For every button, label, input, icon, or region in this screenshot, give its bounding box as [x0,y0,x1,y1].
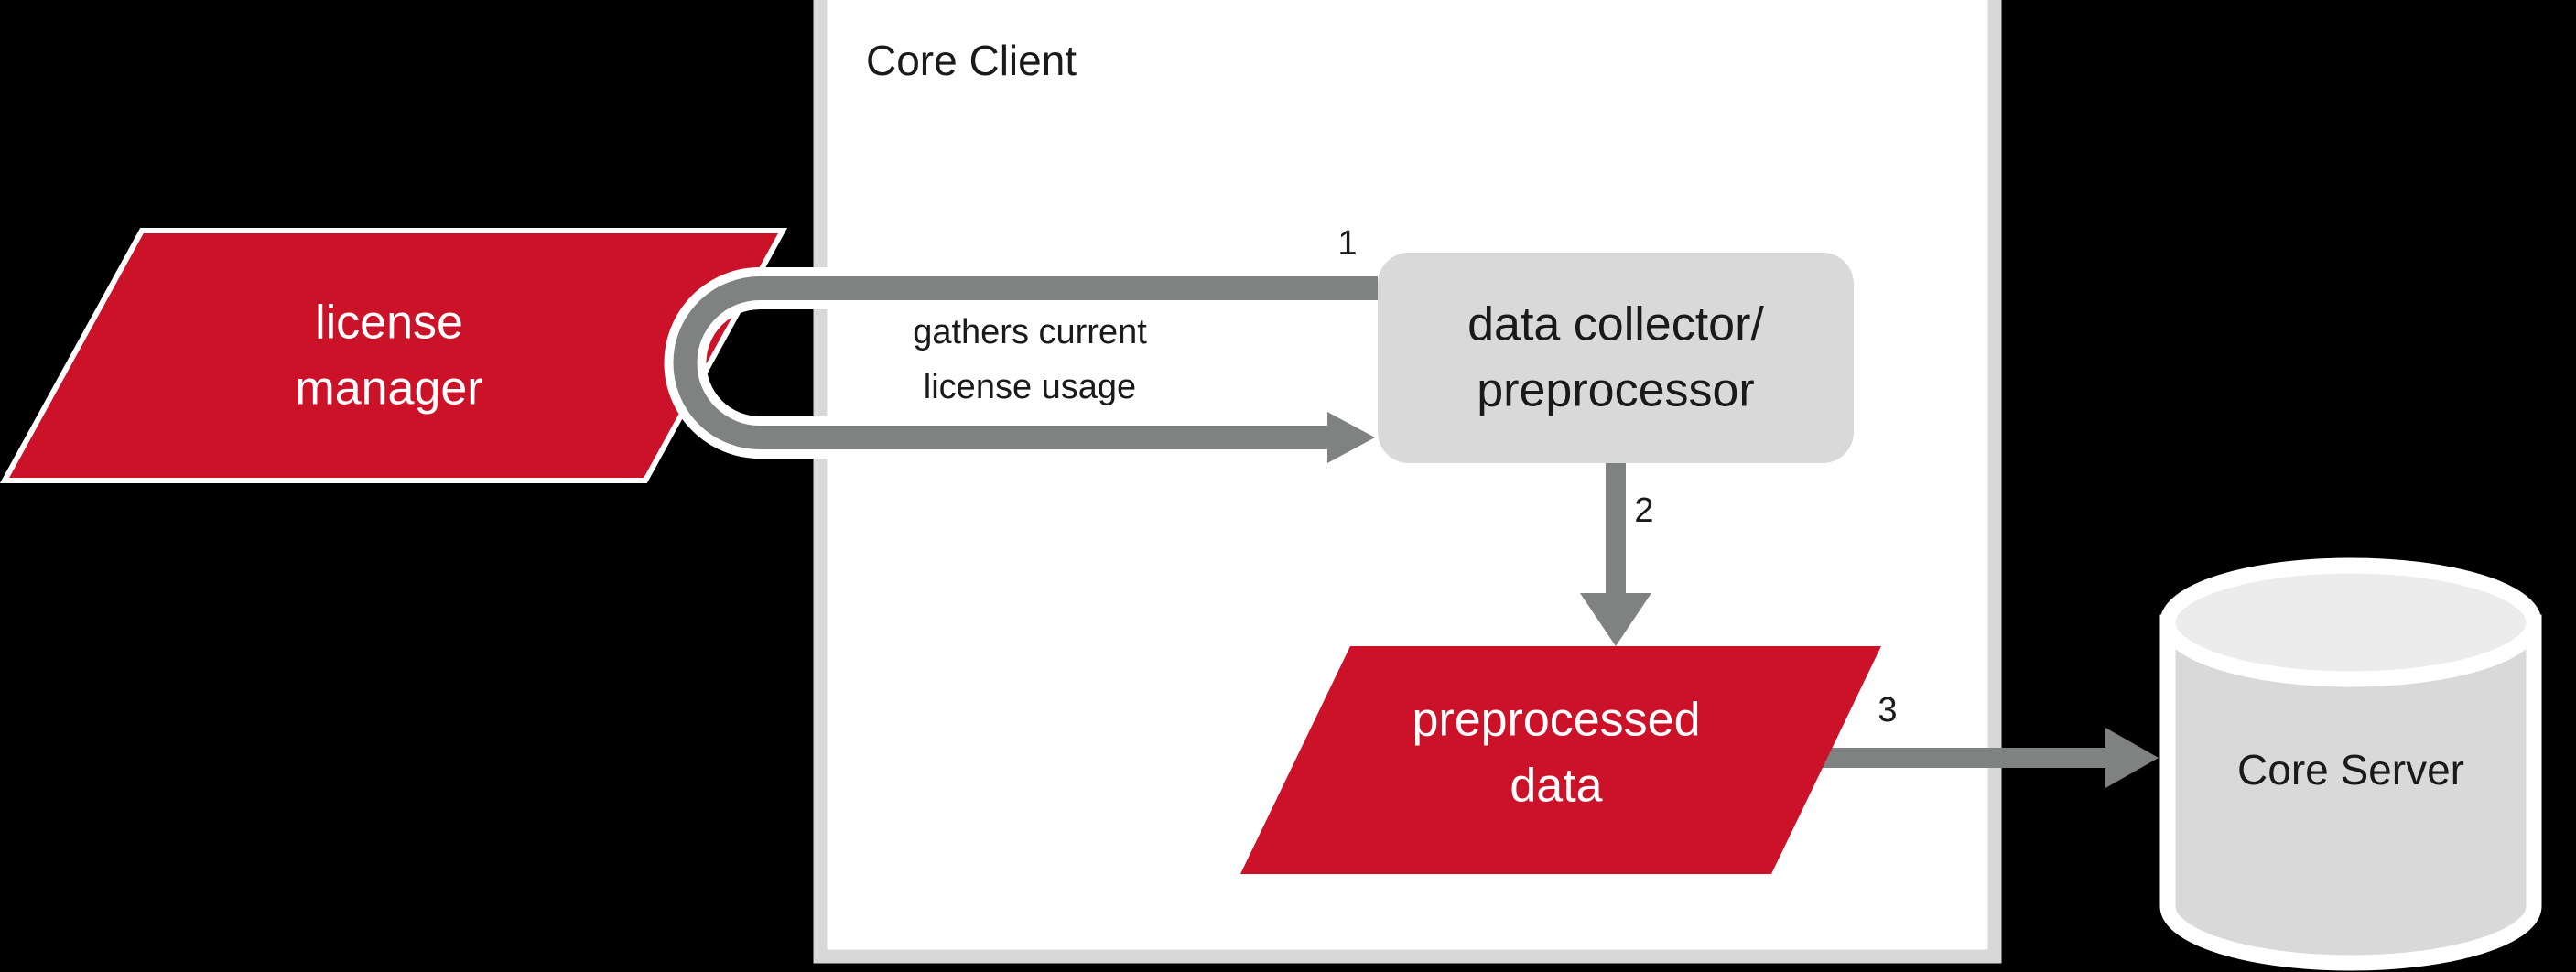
edge-1-overlay-group [664,267,824,459]
data-collector-label-line1: data collector/ [1467,298,1764,351]
core-server-top-ellipse [2159,557,2542,687]
data-collector-label-line2: preprocessor [1477,364,1754,417]
core-server-body [2159,614,2542,971]
edge-1-sequence-label: 1 [1337,224,1357,263]
edge-3-group[interactable]: 3 [1817,691,2159,788]
edge-3-sequence-label: 3 [1878,691,1897,729]
edge-1-overlay-line [673,276,824,449]
preprocessed-data-shape [1240,646,1881,874]
core-server-label: Core Server [2237,746,2464,794]
preprocessed-data-label-line1: preprocessed [1412,694,1700,747]
node-data-collector[interactable]: data collector/ preprocessor [1378,253,1854,463]
node-license-manager[interactable]: license manager [0,228,788,483]
license-manager-label-line1: license [315,297,463,350]
edge-3-arrowhead-icon [2105,728,2159,788]
edge-2-group[interactable]: 2 [1580,463,1654,646]
core-client-title: Core Client [866,37,1077,84]
edge-2-sequence-label: 2 [1634,491,1653,530]
edge-1-arrowhead-icon [1327,412,1375,463]
edge-2-arrowhead-icon [1580,593,1651,646]
node-preprocessed-data[interactable]: preprocessed data [1240,646,1881,874]
edge-1-label-line1: gathers current [913,313,1147,351]
data-collector-shape [1378,253,1854,463]
license-manager-label-line2: manager [295,362,482,416]
edge-1-label-line2: license usage [924,368,1136,406]
license-manager-shape [0,228,788,483]
node-core-server[interactable]: Core Server [2159,557,2542,971]
preprocessed-data-label-line2: data [1510,760,1602,813]
